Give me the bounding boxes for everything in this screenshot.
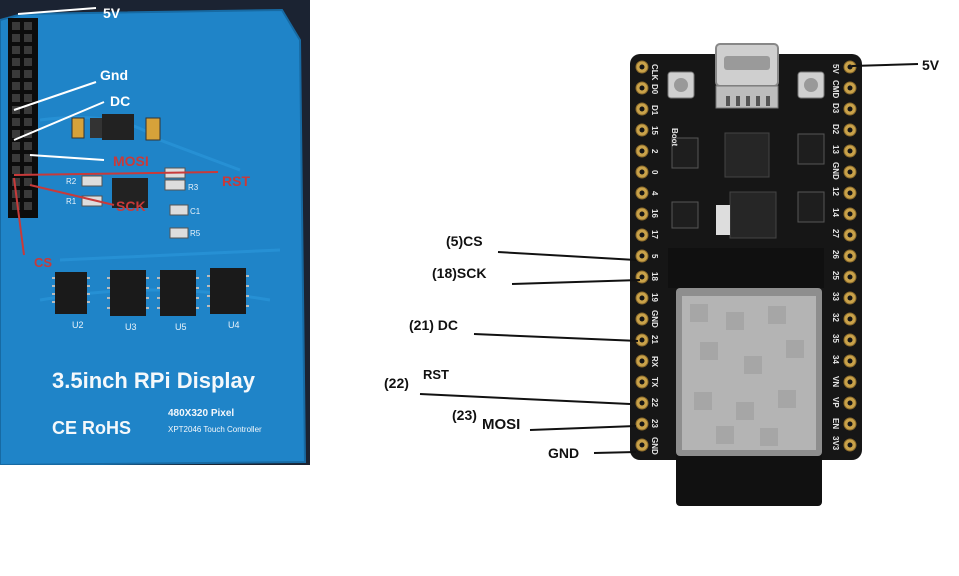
annot-rst: RST (222, 173, 250, 189)
pin-label: 3V3 (831, 436, 840, 451)
regulator-block (729, 191, 777, 239)
pin-label: 15 (650, 126, 659, 135)
pin-label: 17 (650, 230, 659, 239)
chip-label-u5: U5 (175, 322, 187, 332)
pin-label: 5 (650, 254, 659, 259)
resolution-text: 480X320 Pixel (168, 408, 234, 419)
pin-label: 23 (650, 419, 659, 428)
annot-rst-num: (22) (384, 375, 409, 391)
pin-label: 16 (650, 209, 659, 218)
pin-label: 4 (650, 191, 659, 196)
boot-button (667, 71, 695, 99)
left-pin-labels: CLK D0 D1 15 2 0 4 16 17 5 18 19 GND 21 … (650, 64, 659, 455)
pin-label: 5V (831, 64, 840, 74)
pin-label: 19 (650, 293, 659, 302)
pin-label: 2 (650, 149, 659, 154)
usb-uart-chip (724, 132, 770, 178)
pcb-board (0, 10, 305, 465)
rpi-display-photo: U2 U3 U5 U4 R2 R1 R3 C1 R5 3.5inch RPi D… (0, 0, 310, 465)
en-button (797, 71, 825, 99)
annot-dc-right: (21) DC (409, 317, 458, 333)
annot-5v: 5V (103, 5, 121, 21)
annot-mosi-right: MOSI (482, 416, 520, 433)
comp-label-r3: R3 (188, 183, 199, 192)
level-shifter-chip (112, 178, 148, 208)
pin-label: D2 (831, 124, 840, 135)
annot-mosi: MOSI (113, 153, 149, 169)
boot-label: Boot (670, 128, 679, 147)
right-pin-labels: 5V CMD D3 D2 13 GND 12 14 27 26 25 33 32… (831, 64, 840, 451)
pin-label: 35 (831, 334, 840, 343)
capacitor (71, 117, 85, 139)
pin-label: D1 (650, 105, 659, 116)
pin-label: GND (831, 162, 840, 180)
annot-sck: SCK (116, 198, 146, 214)
comp-label-r1: R1 (66, 197, 77, 206)
antenna-area (676, 440, 822, 506)
controller-text: XPT2046 Touch Controller (168, 425, 262, 434)
annot-rst-right: RST (423, 367, 449, 382)
comp-label-r2: R2 (66, 177, 77, 186)
annot-gnd-right: GND (548, 445, 579, 461)
pin-label: 26 (831, 250, 840, 259)
rpi-display-drawing: U2 U3 U5 U4 R2 R1 R3 C1 R5 3.5inch RPi D… (0, 0, 310, 465)
esp32-board (630, 54, 862, 460)
pin-label: 22 (650, 398, 659, 407)
soic-chips (55, 268, 246, 316)
pin-label: TX (650, 377, 659, 388)
pin-label: D3 (831, 103, 840, 114)
pin-label: VN (831, 376, 840, 387)
annot-cs: CS (34, 255, 52, 270)
pin-label: CLK (650, 64, 659, 81)
pin-label: D0 (650, 84, 659, 95)
pin-label: VP (831, 397, 840, 408)
annotation-lines (419, 63, 919, 454)
pin-label: 34 (831, 355, 840, 364)
comp-label-r5: R5 (190, 229, 201, 238)
esp32-module (676, 288, 822, 456)
pin-label: RX (650, 356, 659, 368)
board-title: 3.5inch RPi Display (52, 368, 256, 393)
pin-label: 13 (831, 145, 840, 154)
pin-label: 14 (831, 208, 840, 217)
pin-label: 0 (650, 170, 659, 175)
pin-label: 32 (831, 313, 840, 322)
annot-sck-right: (18)SCK (432, 265, 486, 281)
chip-label-u3: U3 (125, 322, 137, 332)
annot-dc: DC (110, 93, 130, 109)
pin-label: 27 (831, 229, 840, 238)
comp-label-c1: C1 (190, 207, 201, 216)
annot-mosi-num: (23) (452, 407, 477, 423)
pin-label: EN (831, 418, 840, 429)
capacitor-2 (145, 117, 161, 141)
cert-marks: CE RoHS (52, 418, 131, 438)
pin-label: 12 (831, 187, 840, 196)
chip-label-u4: U4 (228, 320, 240, 330)
pin-label: 21 (650, 335, 659, 344)
annot-gnd: Gnd (100, 67, 128, 83)
pin-label: GND (650, 437, 659, 455)
pin-label: 25 (831, 271, 840, 280)
pin-label: CMD (831, 80, 840, 98)
pin-label: 33 (831, 292, 840, 301)
micro-usb-port (715, 43, 779, 87)
pin-label: 18 (650, 272, 659, 281)
resistor (90, 118, 102, 138)
annot-cs-right: (5)CS (446, 233, 483, 249)
pin-label: GND (650, 310, 659, 328)
chip-label-u2: U2 (72, 320, 84, 330)
regulator-chip (102, 114, 134, 140)
annot-5v-right: 5V (922, 57, 940, 73)
